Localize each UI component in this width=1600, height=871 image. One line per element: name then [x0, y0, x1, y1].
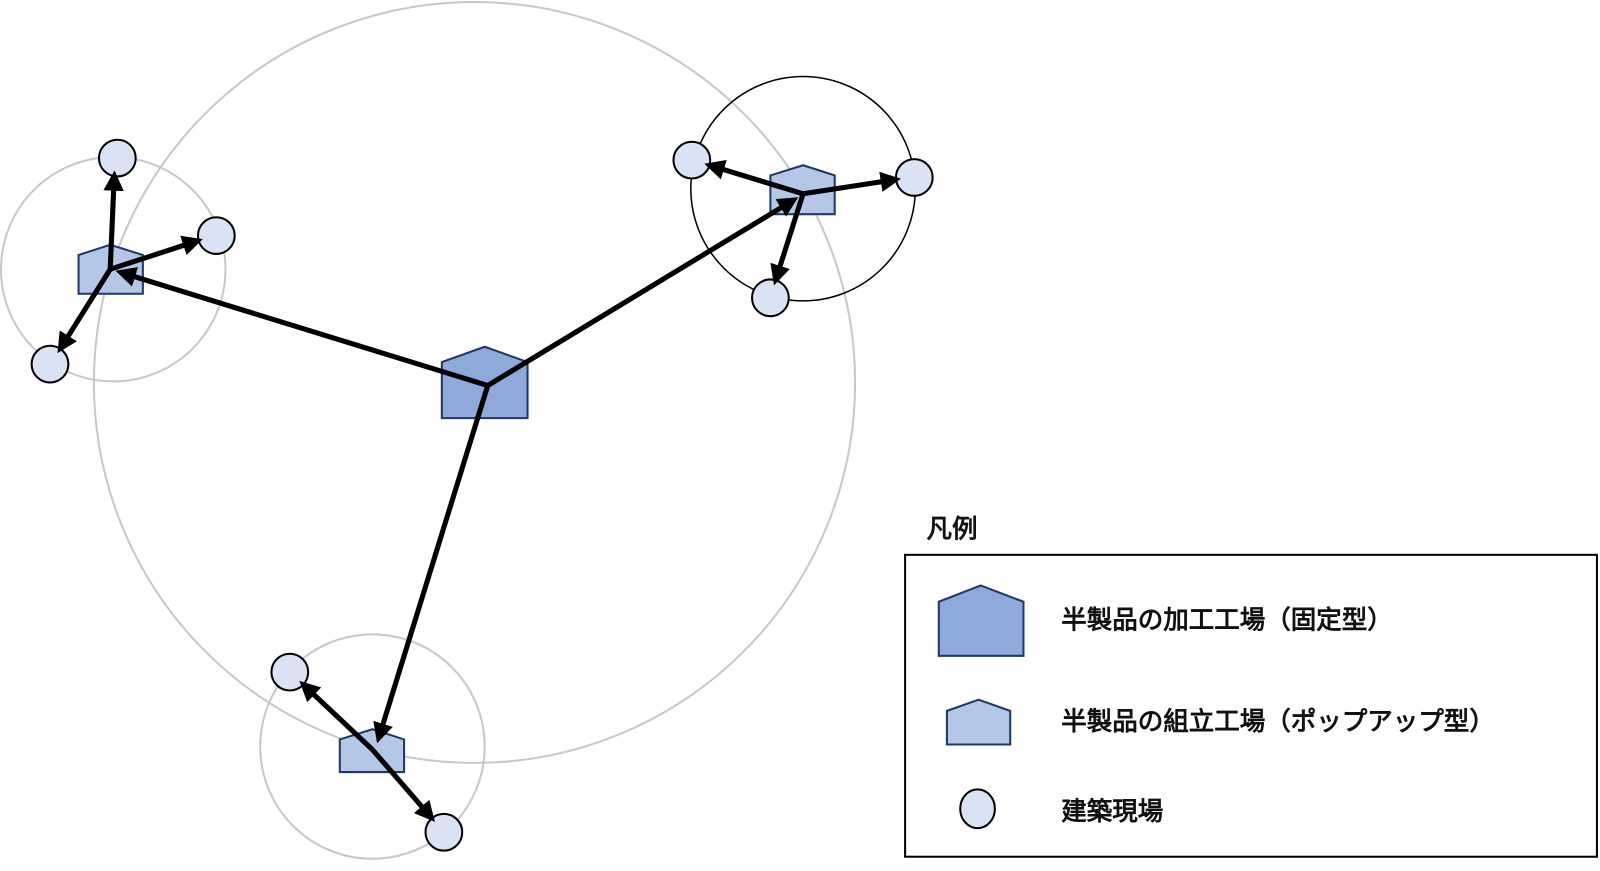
arrow-topright-to-site: [704, 159, 804, 197]
legend-label-site: 建築現場: [1061, 797, 1163, 827]
construction-site: [894, 158, 934, 197]
arrow-center-to-left: [115, 267, 489, 388]
main-range-circle: [92, 1, 857, 764]
construction-site: [270, 652, 310, 692]
arrow-bottom-to-site: [299, 680, 375, 752]
construction-site: [97, 138, 137, 178]
arrow-center-to-bottom: [373, 384, 491, 744]
small-house-icon: [945, 698, 1012, 746]
large-house-icon: [937, 584, 1025, 657]
arrow-topright-to-site: [770, 193, 806, 286]
legend-label-fixed-factory: 半製品の加工工場（固定型）: [1061, 605, 1393, 635]
construction-site: [751, 278, 790, 318]
arrow-bottom-to-site: [370, 747, 435, 822]
construction-site: [196, 216, 236, 255]
construction-site: [424, 812, 464, 852]
construction-site: [30, 344, 70, 384]
legend-label-popup-factory: 半製品の組立工場（ポップアップ型）: [1061, 707, 1495, 737]
circle-icon: [959, 788, 996, 830]
arrow-topright-to-site: [802, 171, 901, 197]
legend-title: 凡例: [927, 514, 978, 544]
construction-site: [672, 140, 712, 180]
arrow-center-to-topright: [486, 197, 799, 388]
arrow-left-to-site: [57, 267, 113, 354]
arrow-left-to-site: [109, 235, 203, 272]
range-circle-bottom: [259, 633, 486, 860]
arrow-left-to-site: [103, 170, 124, 270]
